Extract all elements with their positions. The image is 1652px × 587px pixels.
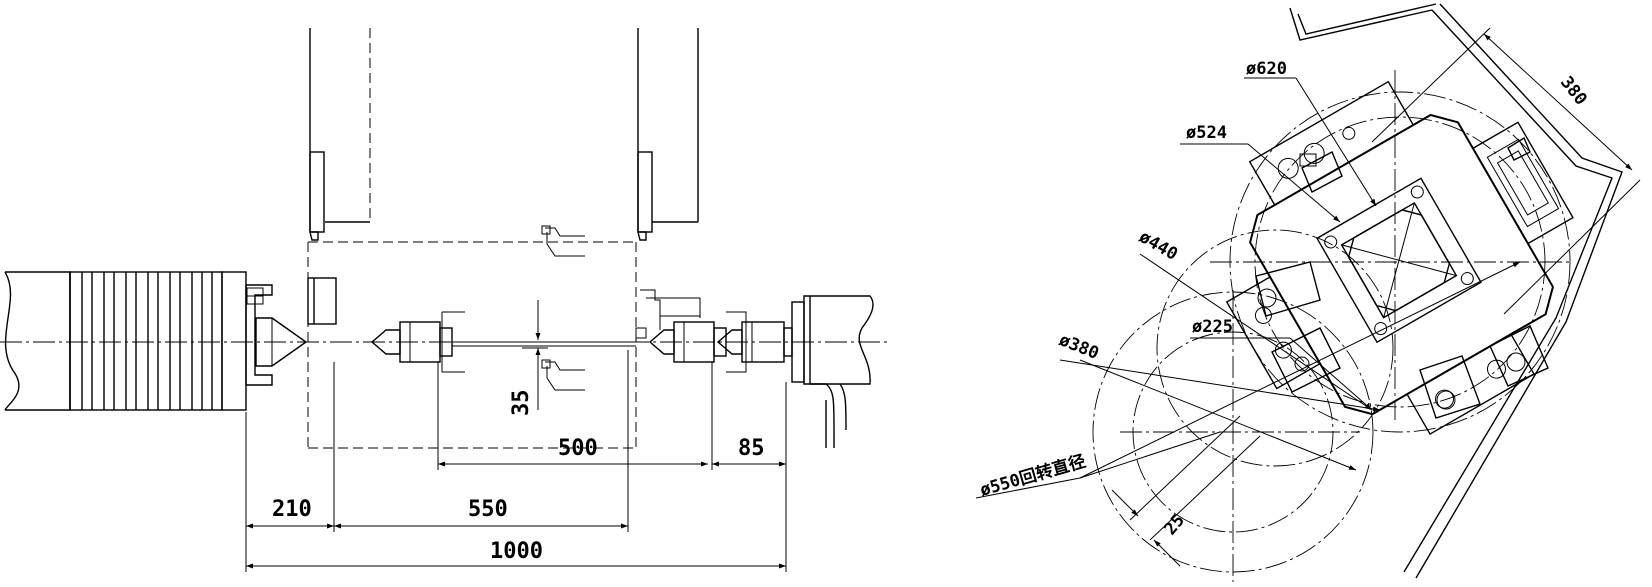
dim-d524-label: ø524 [1186,123,1227,143]
dim-d225-label: ø225 [1192,317,1233,337]
turret-view: 380 ø620 ø524 ø440 ø225 ø380 ø5 [975,3,1641,582]
side-view: 210 550 1000 500 85 35 [0,28,890,572]
cross-slide-right [637,28,699,241]
work-envelope [307,241,637,449]
dimension-lines [245,300,787,572]
dim-25-label: 25 [1161,511,1189,540]
dim-d620-label: ø620 [1246,59,1287,79]
headstock [4,271,308,411]
dim-d440-label: ø440 [1136,227,1181,265]
dim-1000-label: 1000 [490,539,543,564]
dim-35-label: 35 [509,390,534,417]
dim-25 [1111,415,1261,567]
dim-380-linear [1371,27,1641,315]
tool-holders [541,225,585,391]
dim-550-label: 550 [468,497,508,522]
diameter-leaders [975,77,1521,499]
dim-d550-swing-label: ø550回转直径 [978,451,1089,501]
cross-slide-left [309,28,371,241]
dim-210-label: 210 [272,497,312,522]
dim-d380-label: ø380 [1056,330,1101,364]
ghost-tailstock-center [370,311,636,373]
dim-500-label: 500 [558,436,598,461]
tool-slide-left [307,277,337,325]
dim-85-label: 85 [738,436,765,461]
bellows [69,271,223,411]
tool-post-right [635,289,701,339]
dim-380-top-label: 380 [1556,73,1591,110]
tailstock [648,295,874,448]
turret-centerlines [1120,70,1570,582]
